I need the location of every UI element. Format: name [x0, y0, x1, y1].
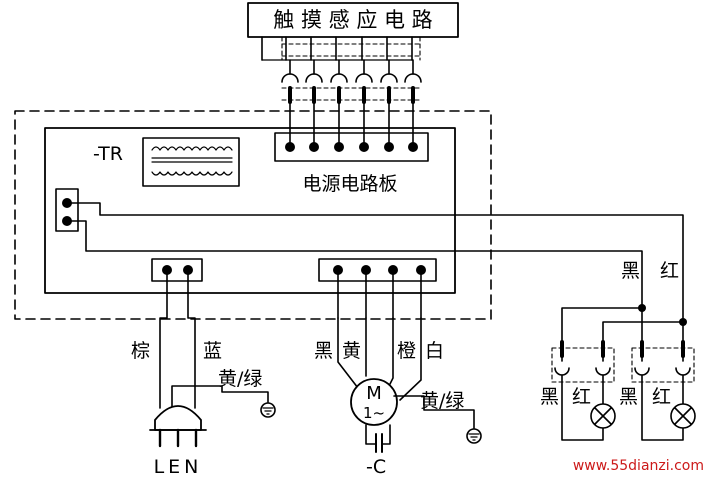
transformer: -TR — [93, 137, 240, 187]
plug-ground-icon — [260, 402, 276, 418]
touch-circuit-module: 触 摸 感 应 电 路 — [247, 2, 459, 147]
power-circuit-board: -TR 电源电路板 — [44, 127, 456, 294]
touch-connector-leads — [281, 87, 421, 147]
motor-black-wire-label: 黑 — [314, 340, 333, 362]
motor-white-wire-label: 白 — [425, 340, 444, 362]
plug-ground-wire-label: 黄/绿 — [218, 368, 262, 390]
lamp-main-red-label: 红 — [660, 260, 679, 282]
board-motor-header — [318, 258, 437, 282]
board-power-header — [151, 258, 203, 282]
mains-plug-wiring: 棕 蓝 黄/绿 — [131, 269, 269, 409]
motor-ground-wire-label: 黄/绿 — [420, 390, 464, 412]
lamp-branch-network — [551, 307, 695, 441]
lamp-feed-wires: 黑 红 — [66, 202, 687, 326]
motor: M 1~ — [350, 378, 398, 426]
lamp2-black-label: 黑 — [619, 386, 638, 408]
motor-symbol-label: M — [366, 383, 382, 404]
motor-phase-label: 1~ — [363, 404, 385, 422]
plug-blue-wire-label: 蓝 — [203, 340, 222, 362]
lamp-main-black-label: 黑 — [621, 260, 640, 282]
plug-pins-label: LEN — [154, 456, 203, 478]
touch-circuit-cable — [261, 36, 421, 61]
motor-orange-wire-label: 橙 — [397, 340, 416, 362]
motor-ground-icon — [466, 428, 482, 444]
motor-capacitor-label: -C — [366, 456, 386, 478]
motor-ground-wiring: 黄/绿 — [393, 390, 475, 429]
touch-connector-sockets — [261, 59, 422, 83]
lamp1-black-label: 黑 — [540, 386, 559, 408]
lamp-2 — [670, 403, 696, 429]
transformer-label: -TR — [93, 143, 123, 165]
board-lamp-header — [55, 188, 79, 232]
motor-yellow-wire-label: 黄 — [342, 340, 361, 362]
motor-capacitor: -C — [365, 424, 391, 478]
plug-brown-wire-label: 棕 — [131, 340, 150, 362]
watermark-text: www.55dianzi.com — [573, 458, 704, 474]
motor-wiring: 黑 黄 橙 白 — [314, 269, 444, 401]
touch-circuit-label: 触 摸 感 应 电 路 — [273, 8, 432, 32]
power-board-label: 电源电路板 — [302, 173, 397, 195]
enclosure-dashed-outline — [14, 110, 492, 320]
mains-plug: LEN — [149, 405, 207, 478]
board-touch-header — [274, 132, 429, 162]
lamp2-red-label: 红 — [652, 386, 671, 408]
lamp-1 — [590, 403, 616, 429]
lamp1-red-label: 红 — [572, 386, 591, 408]
